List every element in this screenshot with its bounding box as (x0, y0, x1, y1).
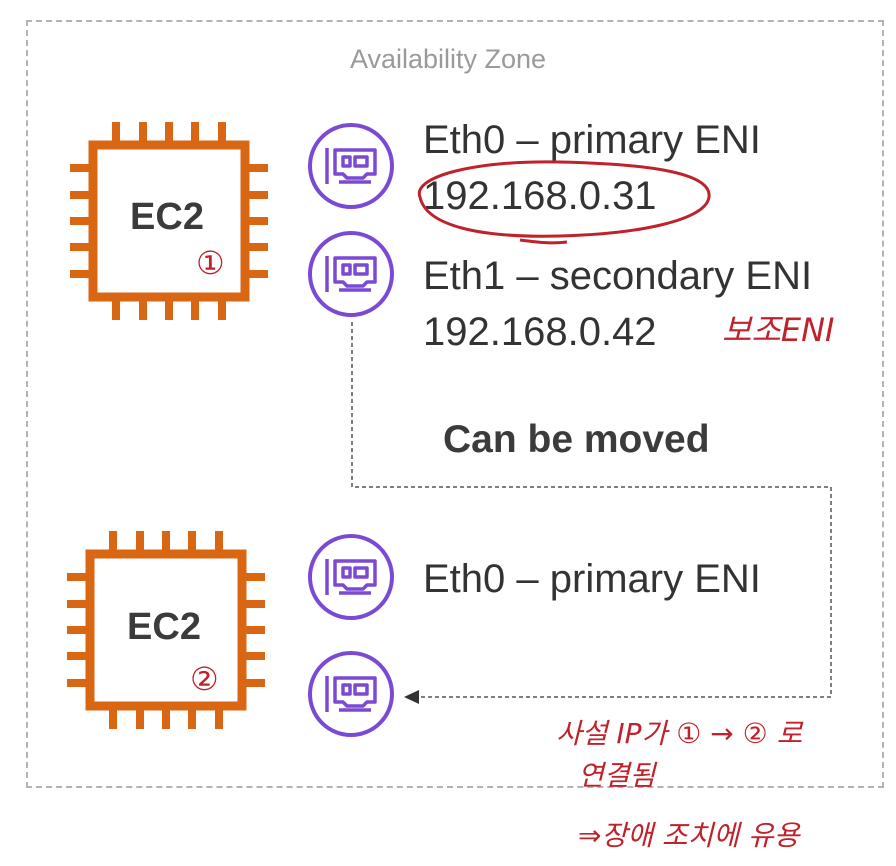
ec2-label-1: EC2 (130, 196, 204, 238)
failover-note-line1: 사설 IP가 ① → ② 로 (556, 717, 803, 750)
ip-highlight-ellipse (417, 160, 711, 238)
eni-name-eth0-instance2: Eth0 – primary ENI (423, 557, 761, 601)
eni-ip-eth0-instance1: 192.168.0.31 (423, 174, 657, 218)
can-be-moved-label: Can be moved (443, 418, 710, 461)
handwritten-mark-1: ① (196, 244, 225, 282)
secondary-eni-note: 보조ENI (722, 311, 835, 349)
eni-name-eth1-instance1: Eth1 – secondary ENI (423, 254, 813, 298)
network-interface-icon (308, 231, 394, 317)
network-interface-icon (308, 534, 394, 620)
availability-zone-boundary (26, 20, 884, 788)
move-arrowhead (404, 690, 419, 704)
failover-note-line3: ⇒장애 조치에 유용 (578, 819, 800, 852)
eni-name-eth0-instance1: Eth0 – primary ENI (423, 118, 761, 162)
ec2-chip-icon (67, 531, 265, 729)
eni-ip-eth1-instance1: 192.168.0.42 (423, 310, 657, 354)
network-interface-icon (308, 123, 394, 209)
availability-zone-label: Availability Zone (349, 44, 547, 74)
ec2-chip-icon (70, 122, 268, 320)
move-connector-line (351, 322, 832, 698)
handwritten-mark-2: ② (190, 660, 219, 698)
network-interface-icon (308, 651, 394, 737)
ec2-label-2: EC2 (127, 606, 201, 648)
failover-note-line2: 연결됨 (578, 759, 656, 792)
